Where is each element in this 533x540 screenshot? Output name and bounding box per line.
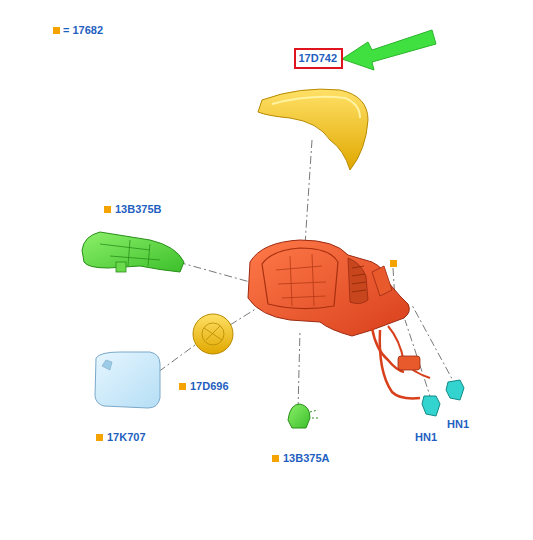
mirror-glass: [95, 352, 160, 408]
legend-text: = 17682: [63, 24, 103, 37]
part-number: 13B375A: [283, 452, 329, 465]
turn-signal: [82, 232, 184, 272]
part-number: 13B375B: [115, 203, 161, 216]
glass-icon: [102, 360, 112, 370]
mirror-cover: [258, 89, 368, 170]
part-number: HN1: [447, 418, 469, 431]
part-markers: [96, 206, 397, 462]
part-number: 17D696: [190, 380, 229, 393]
legend-swatch: [53, 27, 60, 34]
puddle-lamp: [288, 404, 320, 428]
part-number: 17D742: [299, 52, 338, 65]
part-number: 17K707: [107, 431, 146, 444]
highlight-box: 17D742: [294, 48, 343, 69]
mirror-actuator: [193, 314, 233, 354]
assembly-lines: [120, 140, 457, 410]
mirror-housing: [248, 240, 430, 398]
pointer-arrow: [342, 30, 436, 70]
part-number: HN1: [415, 431, 437, 444]
wire-connectors: [422, 380, 464, 416]
